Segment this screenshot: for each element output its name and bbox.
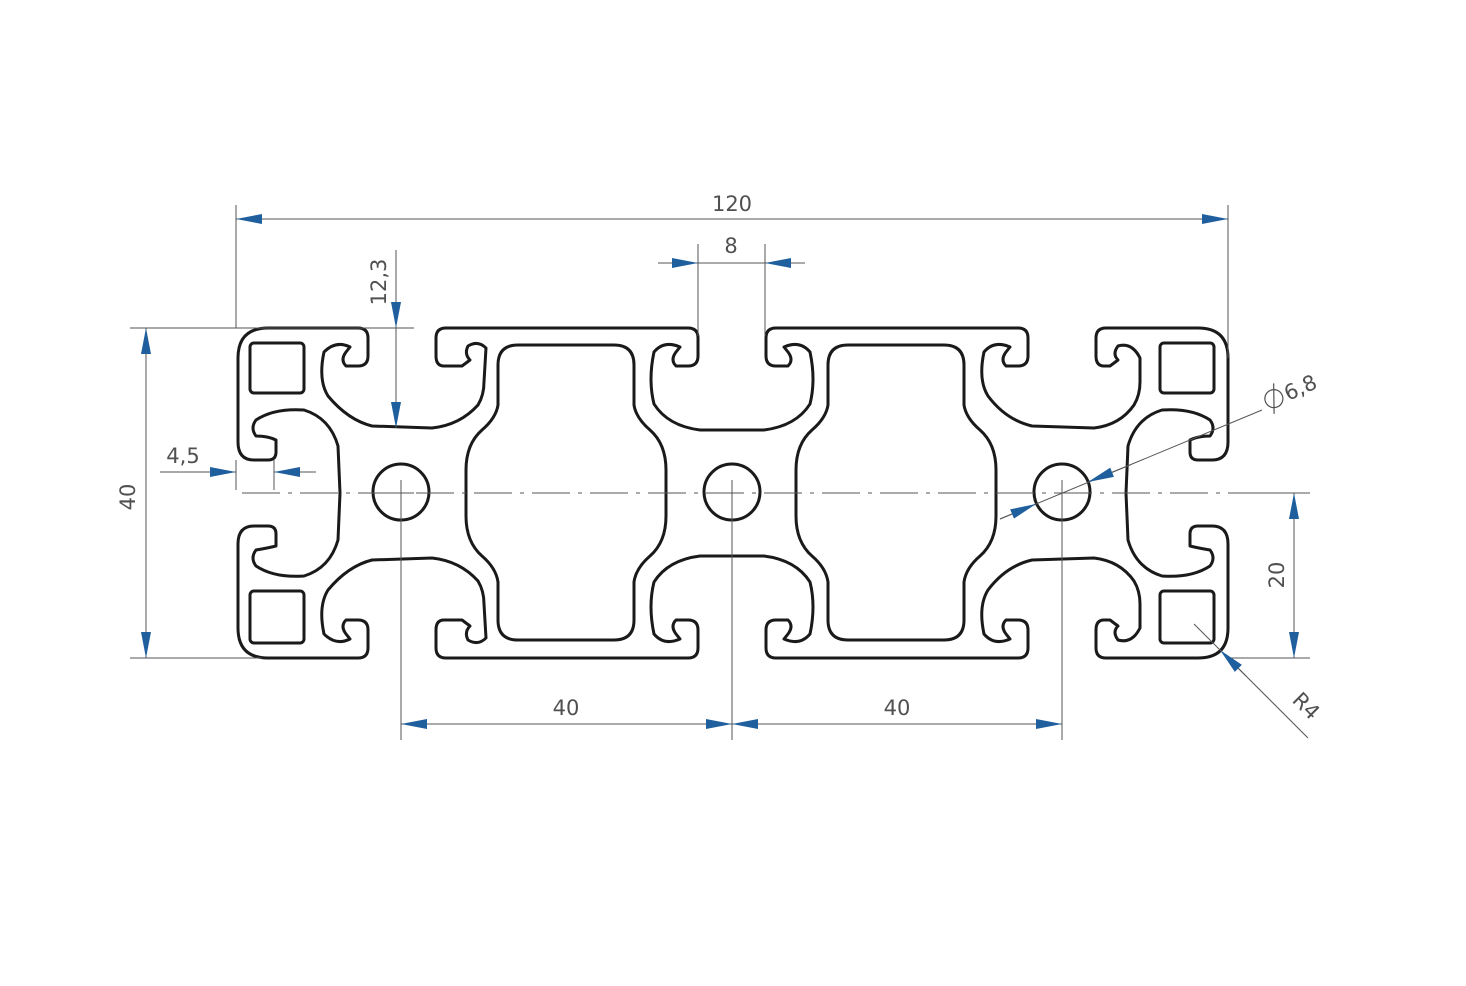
diameter-symbol-icon [1264,389,1284,409]
right-bottom-pocket [1158,589,1216,645]
arrow-hole-diameter-in [999,503,1037,520]
right-cavity [794,343,998,642]
label-slot-depth: 12,3 [367,259,391,306]
label-slot-width: 8 [724,234,737,258]
top-rail [444,326,1230,432]
label-height: 40 [116,484,140,511]
left-end-outer [266,326,488,430]
label-lip: 4,5 [166,444,199,468]
label-half-height: 20 [1265,562,1289,589]
label-hole-diameter: 6,8 [1280,370,1320,406]
label-overall-width: 120 [712,192,752,216]
bottom-rail [444,554,1230,660]
left-end-lower [266,556,488,660]
label-corner-radius: R4 [1288,688,1325,725]
profile-outline [236,326,1230,660]
label-pitch-left: 40 [553,696,580,720]
left-bottom-pocket [248,589,306,645]
label-hole-diameter-group: 6,8 [1264,370,1321,414]
dimensions [130,205,1310,740]
right-top-pocket [1158,341,1216,395]
leader-hole-diameter [999,409,1263,520]
center-lines [242,480,1310,506]
dimension-labels: 120 8 12,3 40 4,5 6,8 20 40 40 R4 [116,192,1324,724]
arrow-corner-radius [1219,649,1247,677]
leader-corner-radius [1193,623,1309,739]
left-top-pocket [248,341,306,395]
arrow-hole-diameter-out [1087,464,1131,483]
left-end-side [236,326,342,660]
label-pitch-right: 40 [884,696,911,720]
left-cavity [464,343,668,642]
diameter-symbol-slash [1273,383,1275,414]
